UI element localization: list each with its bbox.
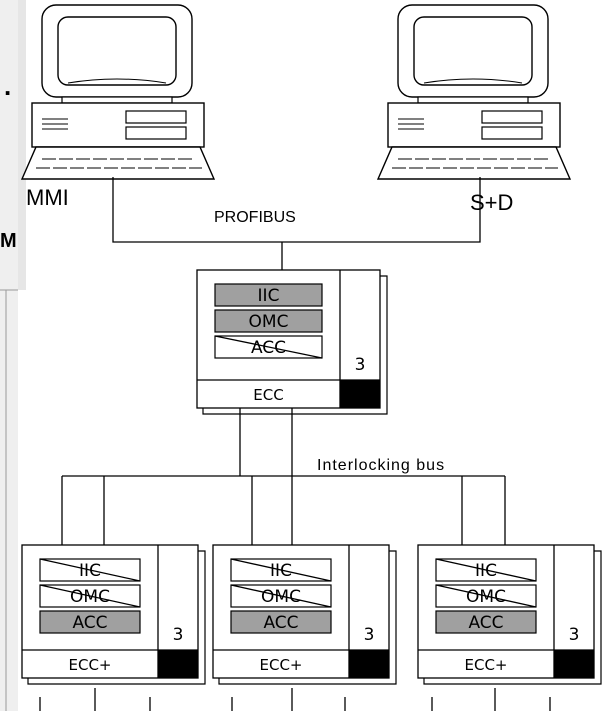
cabinet-footer-label: ECC+ bbox=[260, 656, 303, 674]
module-label: ACC bbox=[251, 338, 286, 358]
left-edge-period: . bbox=[4, 71, 11, 101]
cabinet-footer-label: ECC bbox=[253, 386, 283, 404]
left-edge-m-fragment: M bbox=[0, 230, 17, 252]
slot-number: 3 bbox=[173, 625, 184, 645]
module-omc bbox=[214, 309, 323, 333]
module-label: ACC bbox=[72, 613, 107, 633]
slot-block bbox=[349, 650, 389, 678]
bottom-connection-lines bbox=[39, 688, 551, 711]
cabinet-footer-label: ECC+ bbox=[69, 656, 112, 674]
module-label: ACC bbox=[263, 613, 298, 633]
module-label: OMC bbox=[261, 587, 301, 607]
sd-computer-icon bbox=[376, 4, 572, 180]
slot-block bbox=[554, 650, 594, 678]
module-disabled-slash bbox=[230, 558, 332, 582]
module-disabled-slash bbox=[435, 558, 537, 582]
module-disabled-slash bbox=[230, 584, 332, 608]
module-label: OMC bbox=[70, 587, 110, 607]
module-label: OMC bbox=[249, 312, 289, 332]
module-disabled-slash bbox=[39, 584, 141, 608]
slot-number: 3 bbox=[569, 625, 580, 645]
module-acc bbox=[435, 610, 537, 634]
module-disabled-slash bbox=[214, 335, 323, 359]
mmi-label: MMI bbox=[26, 185, 69, 210]
slot-block bbox=[340, 380, 380, 408]
module-label: IIC bbox=[79, 561, 101, 581]
module-label: ACC bbox=[468, 613, 503, 633]
slot-number: 3 bbox=[355, 355, 366, 375]
monitor-screen bbox=[57, 16, 177, 86]
profibus-label: PROFIBUS bbox=[214, 209, 296, 226]
system-unit bbox=[31, 102, 205, 148]
module-disabled-slash bbox=[435, 584, 537, 608]
module-disabled-slash bbox=[39, 558, 141, 582]
drive-bay bbox=[125, 126, 187, 140]
slot-block bbox=[158, 650, 198, 678]
cabinet-footer-label: ECC+ bbox=[465, 656, 508, 674]
module-acc bbox=[230, 610, 332, 634]
interlocking-bus-label: Interlocking bus bbox=[317, 457, 445, 474]
module-label: IIC bbox=[475, 561, 497, 581]
slot-number: 3 bbox=[364, 625, 375, 645]
module-label: IIC bbox=[258, 286, 280, 306]
keyboard bbox=[20, 146, 216, 180]
left-gray-panel bbox=[0, 0, 18, 711]
module-acc bbox=[39, 610, 141, 634]
profibus-lines bbox=[112, 177, 481, 270]
module-iic bbox=[214, 283, 323, 307]
module-label: IIC bbox=[270, 561, 292, 581]
left-gray-strip bbox=[18, 0, 26, 290]
drive-bay bbox=[481, 110, 543, 124]
system-unit bbox=[387, 102, 561, 148]
sd-label: S+D bbox=[470, 190, 513, 215]
drive-bay bbox=[125, 110, 187, 124]
drive-bay bbox=[481, 126, 543, 140]
interlocking-bus-lines bbox=[61, 408, 506, 545]
module-label: OMC bbox=[466, 587, 506, 607]
monitor-screen bbox=[413, 16, 533, 86]
keyboard bbox=[376, 146, 572, 180]
mmi-computer-icon bbox=[20, 4, 216, 180]
